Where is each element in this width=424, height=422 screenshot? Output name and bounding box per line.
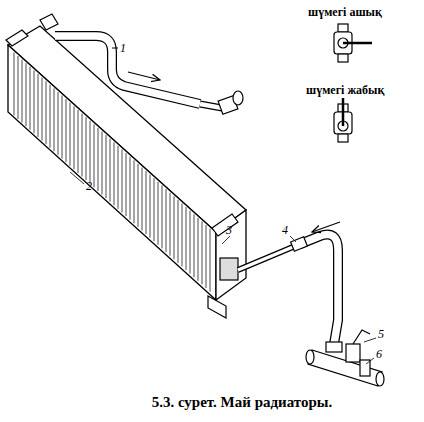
fin-stroke <box>126 153 127 216</box>
inlet-hose <box>55 36 243 114</box>
fin-stroke <box>110 139 111 202</box>
fin-stroke <box>82 114 83 177</box>
fin-stroke <box>98 128 99 191</box>
figure-caption: 5.3. сурет. Май радиаторы. <box>152 394 333 411</box>
fin-stroke <box>150 175 151 238</box>
fin-stroke <box>166 189 167 252</box>
fin-stroke <box>42 78 43 141</box>
fin-stroke <box>182 203 183 266</box>
fin-stroke <box>90 121 91 184</box>
radiator-brackets <box>6 14 238 318</box>
callout-number: 5 <box>378 328 384 341</box>
fin-stroke <box>134 160 135 223</box>
fin-stroke <box>202 221 203 284</box>
fin-stroke <box>58 92 59 155</box>
fin-stroke <box>198 218 199 281</box>
fin-stroke <box>102 132 103 195</box>
fin-stroke <box>154 178 155 241</box>
fin-stroke <box>26 63 27 126</box>
fin-stroke <box>190 211 191 274</box>
tap-state-label: шүмегі ашық <box>308 6 382 19</box>
fin-stroke <box>70 103 71 166</box>
fin-stroke <box>122 149 123 212</box>
callout-number: 1 <box>120 42 126 55</box>
fin-stroke <box>206 225 207 288</box>
callout-number: 4 <box>282 224 288 237</box>
fin-stroke <box>66 99 67 162</box>
radiator-core <box>8 26 246 300</box>
tap-state-label: шүмегі жабық <box>306 84 384 97</box>
fin-stroke <box>158 182 159 245</box>
fin-stroke <box>138 164 139 227</box>
radiator-fins <box>14 52 210 291</box>
callout-number: 6 <box>376 348 382 361</box>
tap-closed-icon <box>334 98 352 142</box>
fin-stroke <box>146 171 147 234</box>
fin-stroke <box>142 167 143 230</box>
fin-stroke <box>30 67 31 130</box>
fin-stroke <box>210 229 211 292</box>
fin-stroke <box>18 56 19 119</box>
fin-stroke <box>78 110 79 173</box>
fin-stroke <box>94 124 95 187</box>
drain-valve <box>306 330 384 386</box>
fin-stroke <box>130 157 131 220</box>
fin-stroke <box>114 142 115 205</box>
fin-stroke <box>50 85 51 148</box>
tap-open-icon <box>334 24 372 62</box>
fin-stroke <box>62 96 63 159</box>
callout-number: 2 <box>86 180 92 193</box>
fin-stroke <box>170 193 171 256</box>
fin-stroke <box>86 117 87 180</box>
fin-stroke <box>54 88 55 151</box>
fin-stroke <box>194 214 195 277</box>
fin-stroke <box>14 52 15 115</box>
fin-stroke <box>46 81 47 144</box>
fin-stroke <box>106 135 107 198</box>
fin-stroke <box>74 106 75 169</box>
fin-stroke <box>38 74 39 137</box>
fin-stroke <box>174 196 175 259</box>
callout-number: 3 <box>226 224 232 237</box>
outlet-hose <box>238 222 340 344</box>
fin-stroke <box>186 207 187 270</box>
fin-stroke <box>22 60 23 123</box>
fin-stroke <box>178 200 179 263</box>
fin-stroke <box>118 146 119 209</box>
fin-stroke <box>34 70 35 133</box>
fin-stroke <box>162 185 163 248</box>
leader-lines <box>70 172 376 364</box>
